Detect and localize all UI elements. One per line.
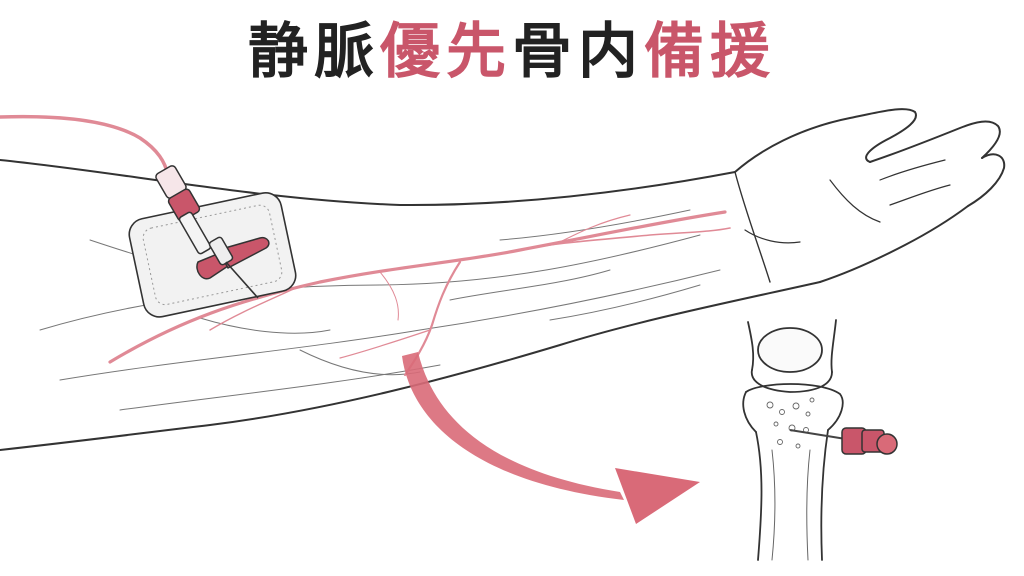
tibia-bone [742, 319, 844, 561]
arm-outline [0, 108, 1006, 451]
title-part: 優先 [380, 17, 512, 87]
title-part: 骨内 [512, 17, 644, 87]
title-part: 備援 [644, 17, 776, 87]
page-title: 静脈優先骨内備援 [0, 12, 1024, 92]
iv-catheter-icon [155, 165, 270, 299]
intraosseous-needle-icon [789, 427, 898, 455]
bone-marrow-texture [766, 397, 815, 449]
arrow-icon [402, 352, 700, 524]
title-part: 静脈 [248, 17, 380, 87]
iv-tubing [0, 114, 170, 177]
adhesive-dressing [128, 192, 297, 318]
